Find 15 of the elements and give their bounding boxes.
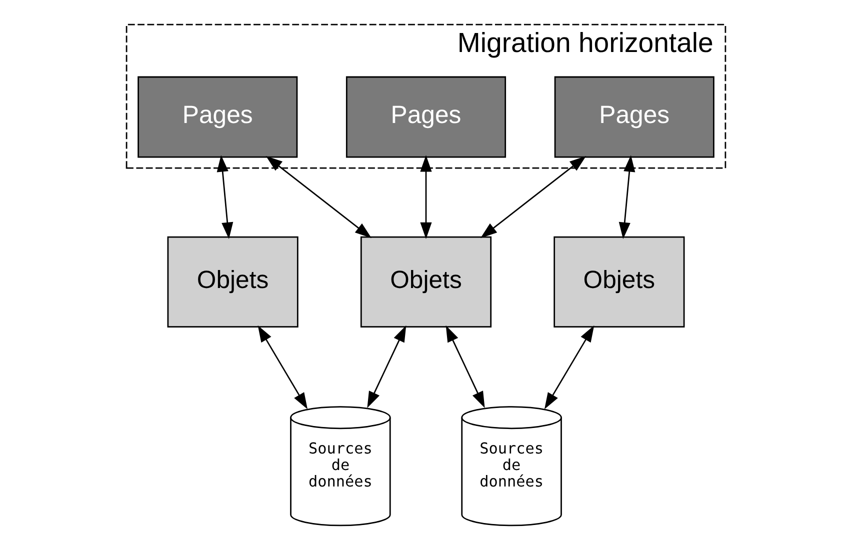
arrow <box>366 325 406 408</box>
node-box: Pages <box>554 76 714 158</box>
arrow <box>544 325 594 410</box>
arrow <box>257 325 308 410</box>
node-box: Objets <box>360 236 492 328</box>
arrow <box>265 156 372 238</box>
node-box: Objets <box>166 236 298 328</box>
node-box: Pages <box>137 76 298 158</box>
arrow <box>445 325 484 408</box>
arrow <box>216 155 233 239</box>
node-box: Objets <box>553 236 684 328</box>
arrow <box>420 155 432 239</box>
node-box: Pages <box>345 76 506 158</box>
arrow <box>618 155 635 239</box>
arrow <box>480 156 586 238</box>
